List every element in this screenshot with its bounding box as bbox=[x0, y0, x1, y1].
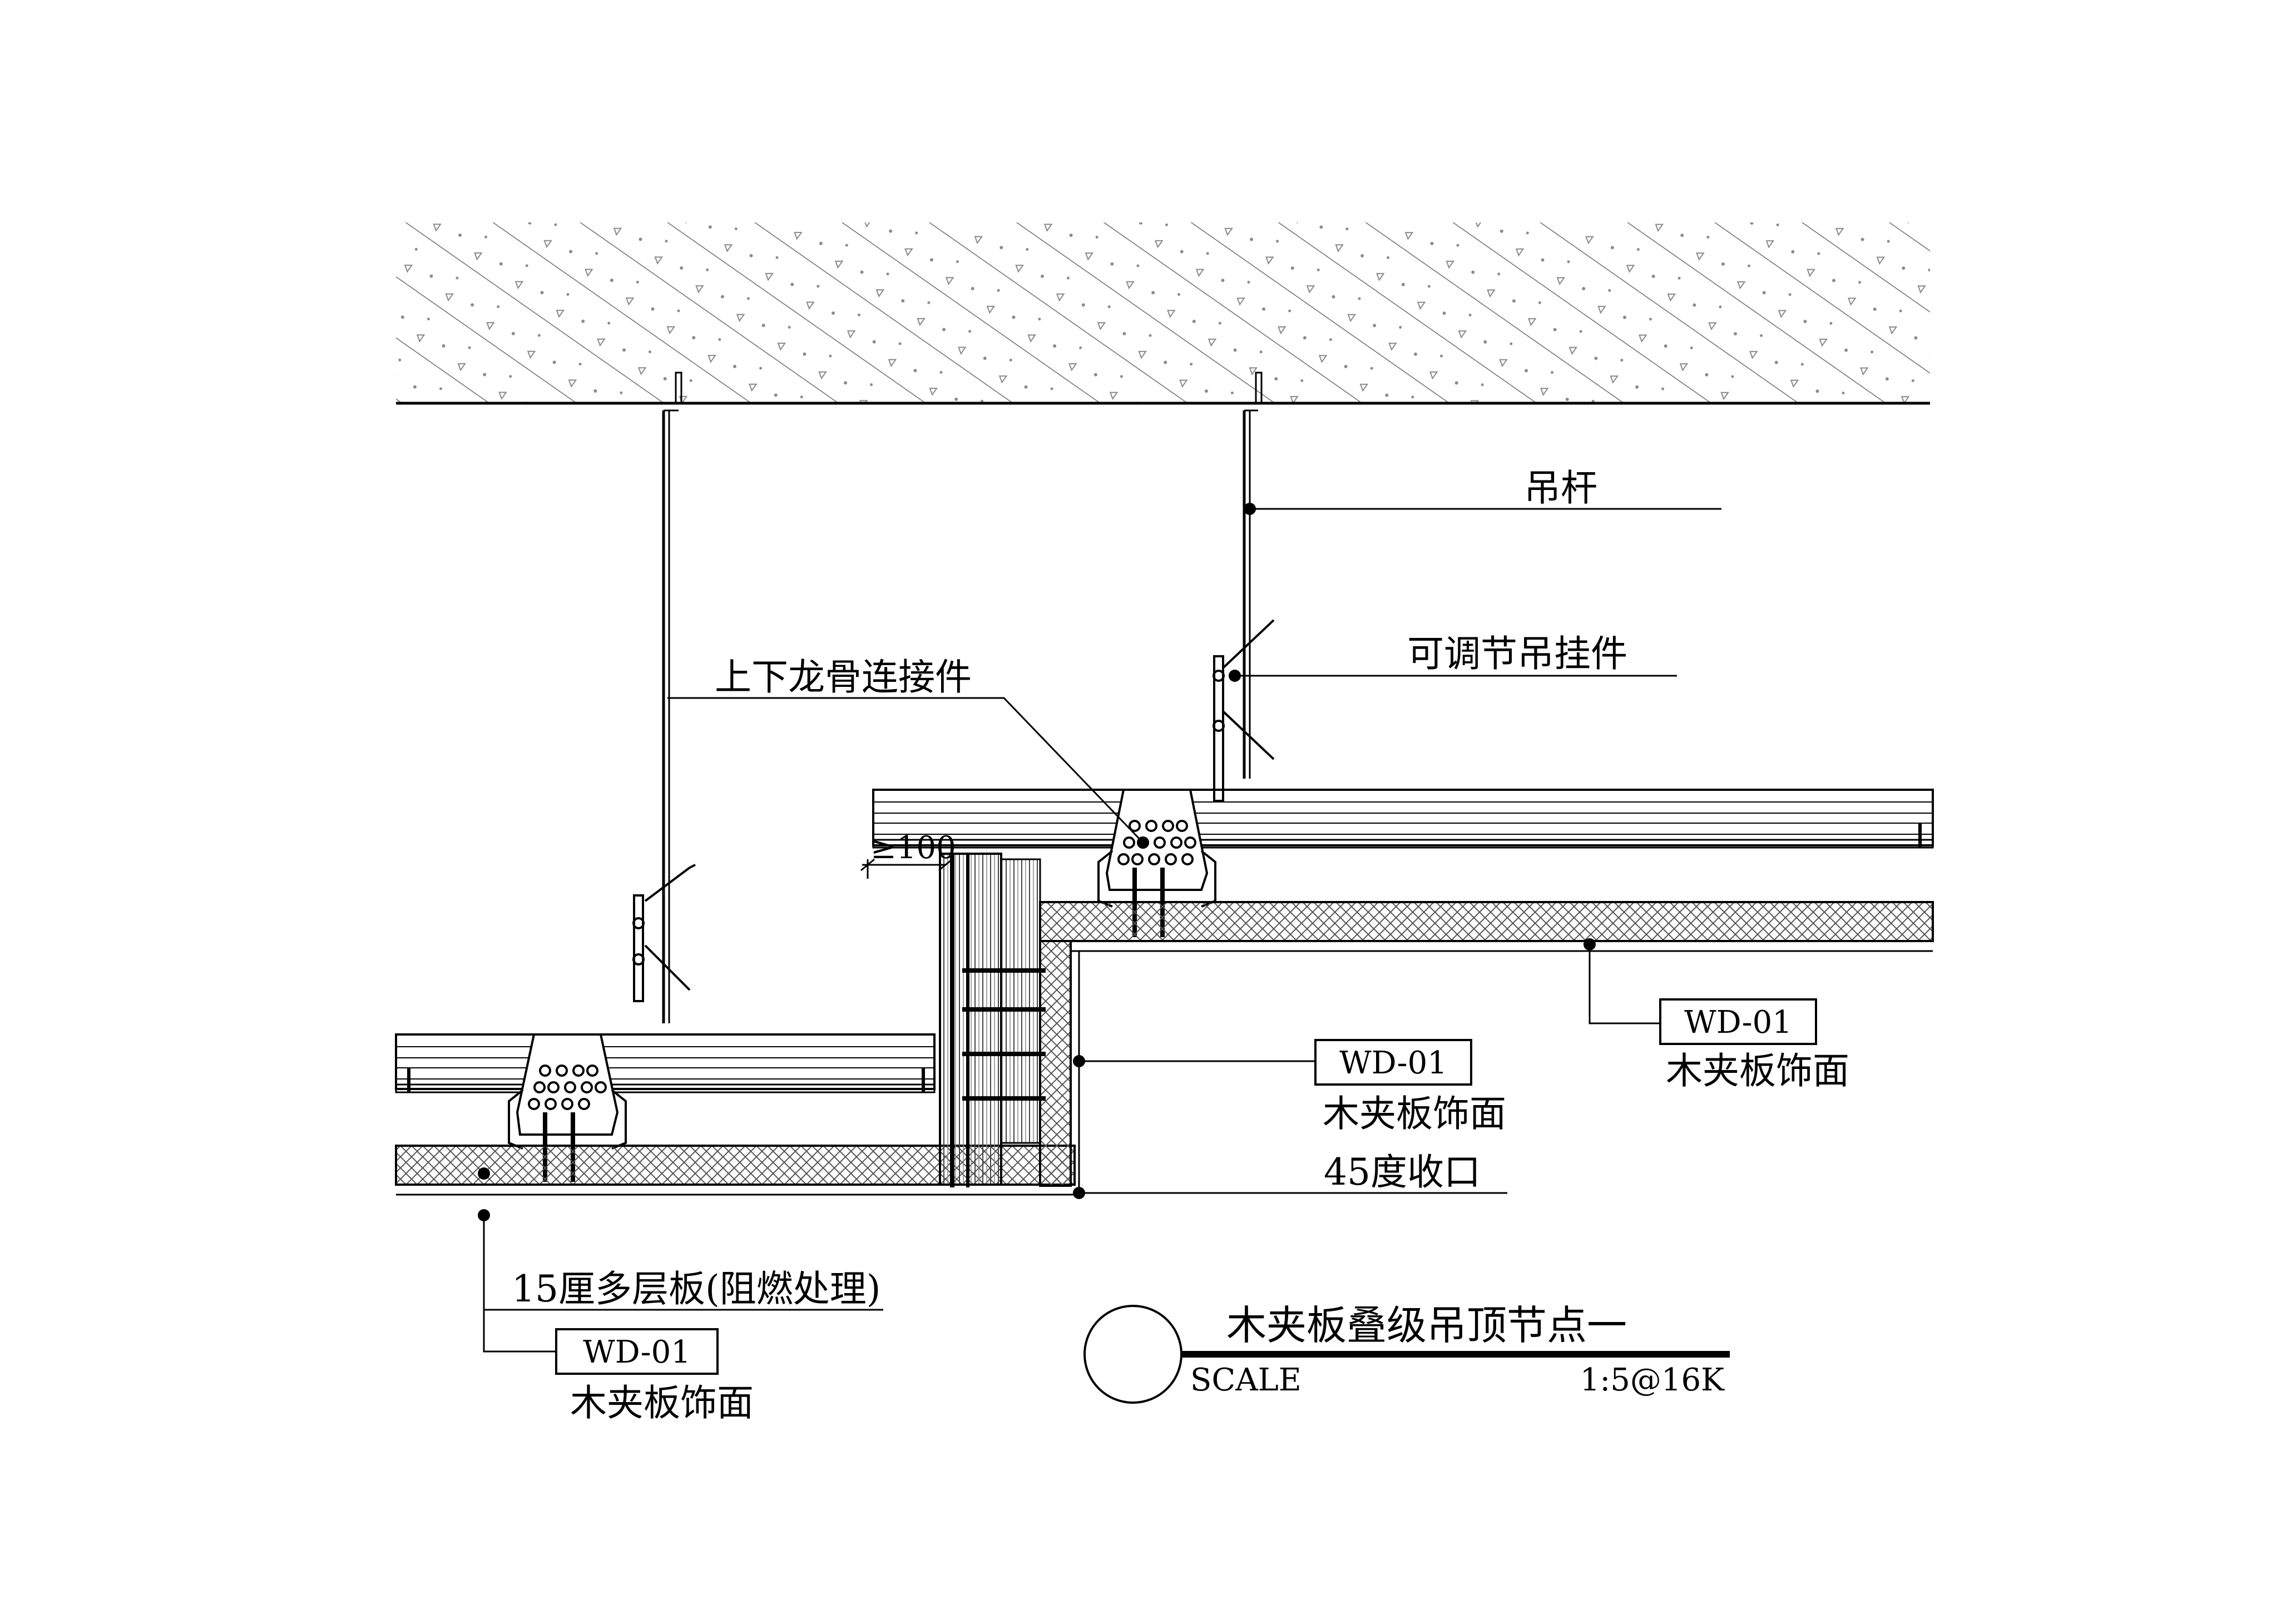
scale-label: SCALE bbox=[1190, 1362, 1302, 1398]
gap-dimension bbox=[860, 858, 953, 879]
finish-tag-right-text: 木夹板饰面 bbox=[1666, 1049, 1849, 1092]
finish-tag-right-code: WD-01 bbox=[1684, 1004, 1792, 1041]
finish-tag-middle-text: 木夹板饰面 bbox=[1323, 1092, 1506, 1135]
finish-tag-left-text: 木夹板饰面 bbox=[570, 1382, 754, 1424]
right-adjustable-hanger bbox=[1213, 619, 1275, 802]
upper-keel-connector bbox=[1097, 789, 1216, 937]
finish-tag-left-code: WD-01 bbox=[583, 1334, 691, 1370]
finish-tag-left: WD-01 木夹板饰面 bbox=[555, 1328, 754, 1424]
scale-value: 1:5@16K bbox=[1580, 1362, 1725, 1398]
right-hanger-rod bbox=[1243, 372, 1263, 779]
finish-tag-right: WD-01 木夹板饰面 bbox=[1659, 998, 1849, 1092]
concrete-slab bbox=[396, 222, 1930, 405]
lower-main-keel bbox=[395, 1033, 936, 1093]
left-adjustable-hanger bbox=[632, 864, 696, 1002]
finish-tag-middle-code: WD-01 bbox=[1339, 1045, 1447, 1081]
closure-45-label: 45度收口 bbox=[1324, 1151, 1481, 1194]
keel-connector-label: 上下龙骨连接件 bbox=[715, 656, 972, 699]
leader-lines bbox=[483, 508, 1721, 1353]
gap-dimension-text: ≥100 bbox=[870, 830, 956, 866]
hanger-rod-label: 吊杆 bbox=[1524, 467, 1597, 509]
adjustable-hanger-label: 可调节吊挂件 bbox=[1407, 632, 1627, 675]
finish-tag-middle: WD-01 木夹板饰面 bbox=[1314, 1039, 1506, 1135]
title-block: 木夹板叠级吊顶节点一 SCALE 1:5@16K bbox=[1083, 1302, 1730, 1404]
left-hanger-rod bbox=[662, 372, 682, 1023]
drawing-title: 木夹板叠级吊顶节点一 bbox=[1226, 1302, 1627, 1349]
step-vertical-blocking bbox=[939, 853, 1080, 1195]
leader-dots bbox=[478, 503, 1596, 1221]
plywood-15-label: 15厘多层板(阻燃处理) bbox=[512, 1267, 880, 1310]
upper-main-keel bbox=[872, 789, 1934, 849]
upper-plywood-board bbox=[1039, 901, 1934, 952]
